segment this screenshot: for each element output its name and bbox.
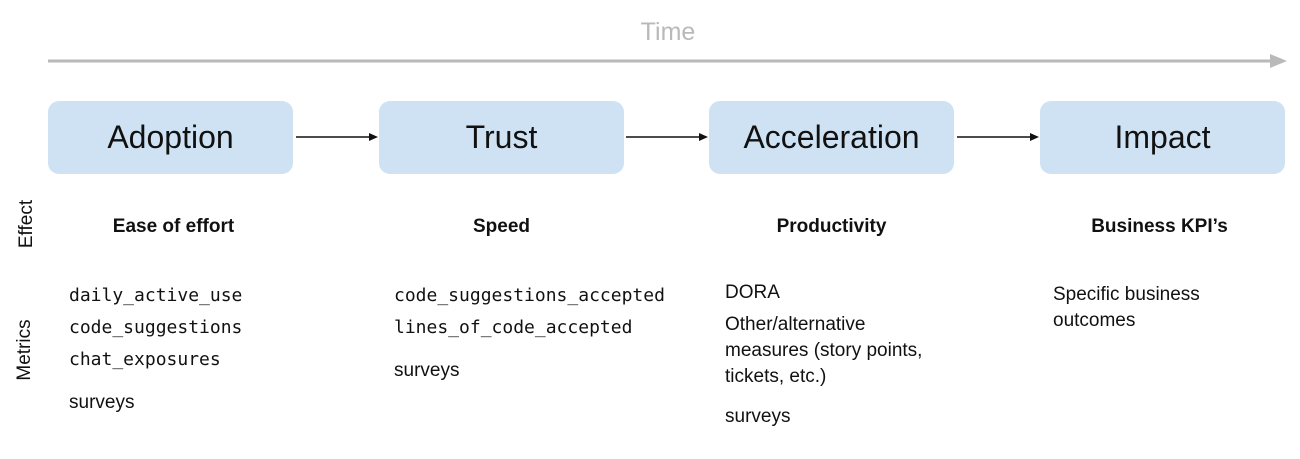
row-label-metrics: Metrics — [14, 319, 35, 381]
metrics-acceleration: DORA Other/alternative measures (story p… — [725, 280, 930, 430]
metric-item: code_suggestions — [69, 317, 243, 338]
metric-item: surveys — [69, 392, 135, 413]
stage-impact: Impact — [1040, 101, 1285, 174]
time-arrow — [48, 54, 1287, 68]
metric-item: lines_of_code_accepted — [394, 317, 633, 338]
metric-item: surveys — [394, 360, 460, 381]
connector-trust-acceleration — [626, 133, 708, 141]
stage-connectors — [296, 133, 1039, 141]
effect-adoption: Ease of effort — [112, 216, 235, 237]
metric-item: surveys — [725, 406, 791, 427]
metric-item: chat_exposures — [69, 349, 221, 370]
connector-adoption-trust — [296, 133, 378, 141]
effect-acceleration: Productivity — [776, 216, 887, 237]
time-label: Time — [640, 18, 696, 46]
stage-trust: Trust — [379, 101, 624, 174]
effect-impact: Business KPI’s — [1091, 216, 1228, 237]
metrics-adoption: daily_active_use code_suggestions chat_e… — [69, 280, 369, 416]
metric-item: code_suggestions_accepted — [394, 285, 665, 306]
metric-item: Other/alternative measures (story points… — [725, 314, 923, 387]
stage-adoption: Adoption — [48, 101, 293, 174]
row-label-effect: Effect — [16, 199, 37, 249]
metric-item: Specific business outcomes — [1053, 284, 1200, 331]
metric-item: DORA — [725, 282, 780, 303]
effect-trust: Speed — [472, 216, 531, 237]
metrics-trust: code_suggestions_accepted lines_of_code_… — [394, 280, 694, 384]
connector-acceleration-impact — [957, 133, 1039, 141]
metric-item: daily_active_use — [69, 285, 243, 306]
stage-acceleration: Acceleration — [709, 101, 954, 174]
metrics-impact: Specific business outcomes — [1053, 282, 1243, 334]
